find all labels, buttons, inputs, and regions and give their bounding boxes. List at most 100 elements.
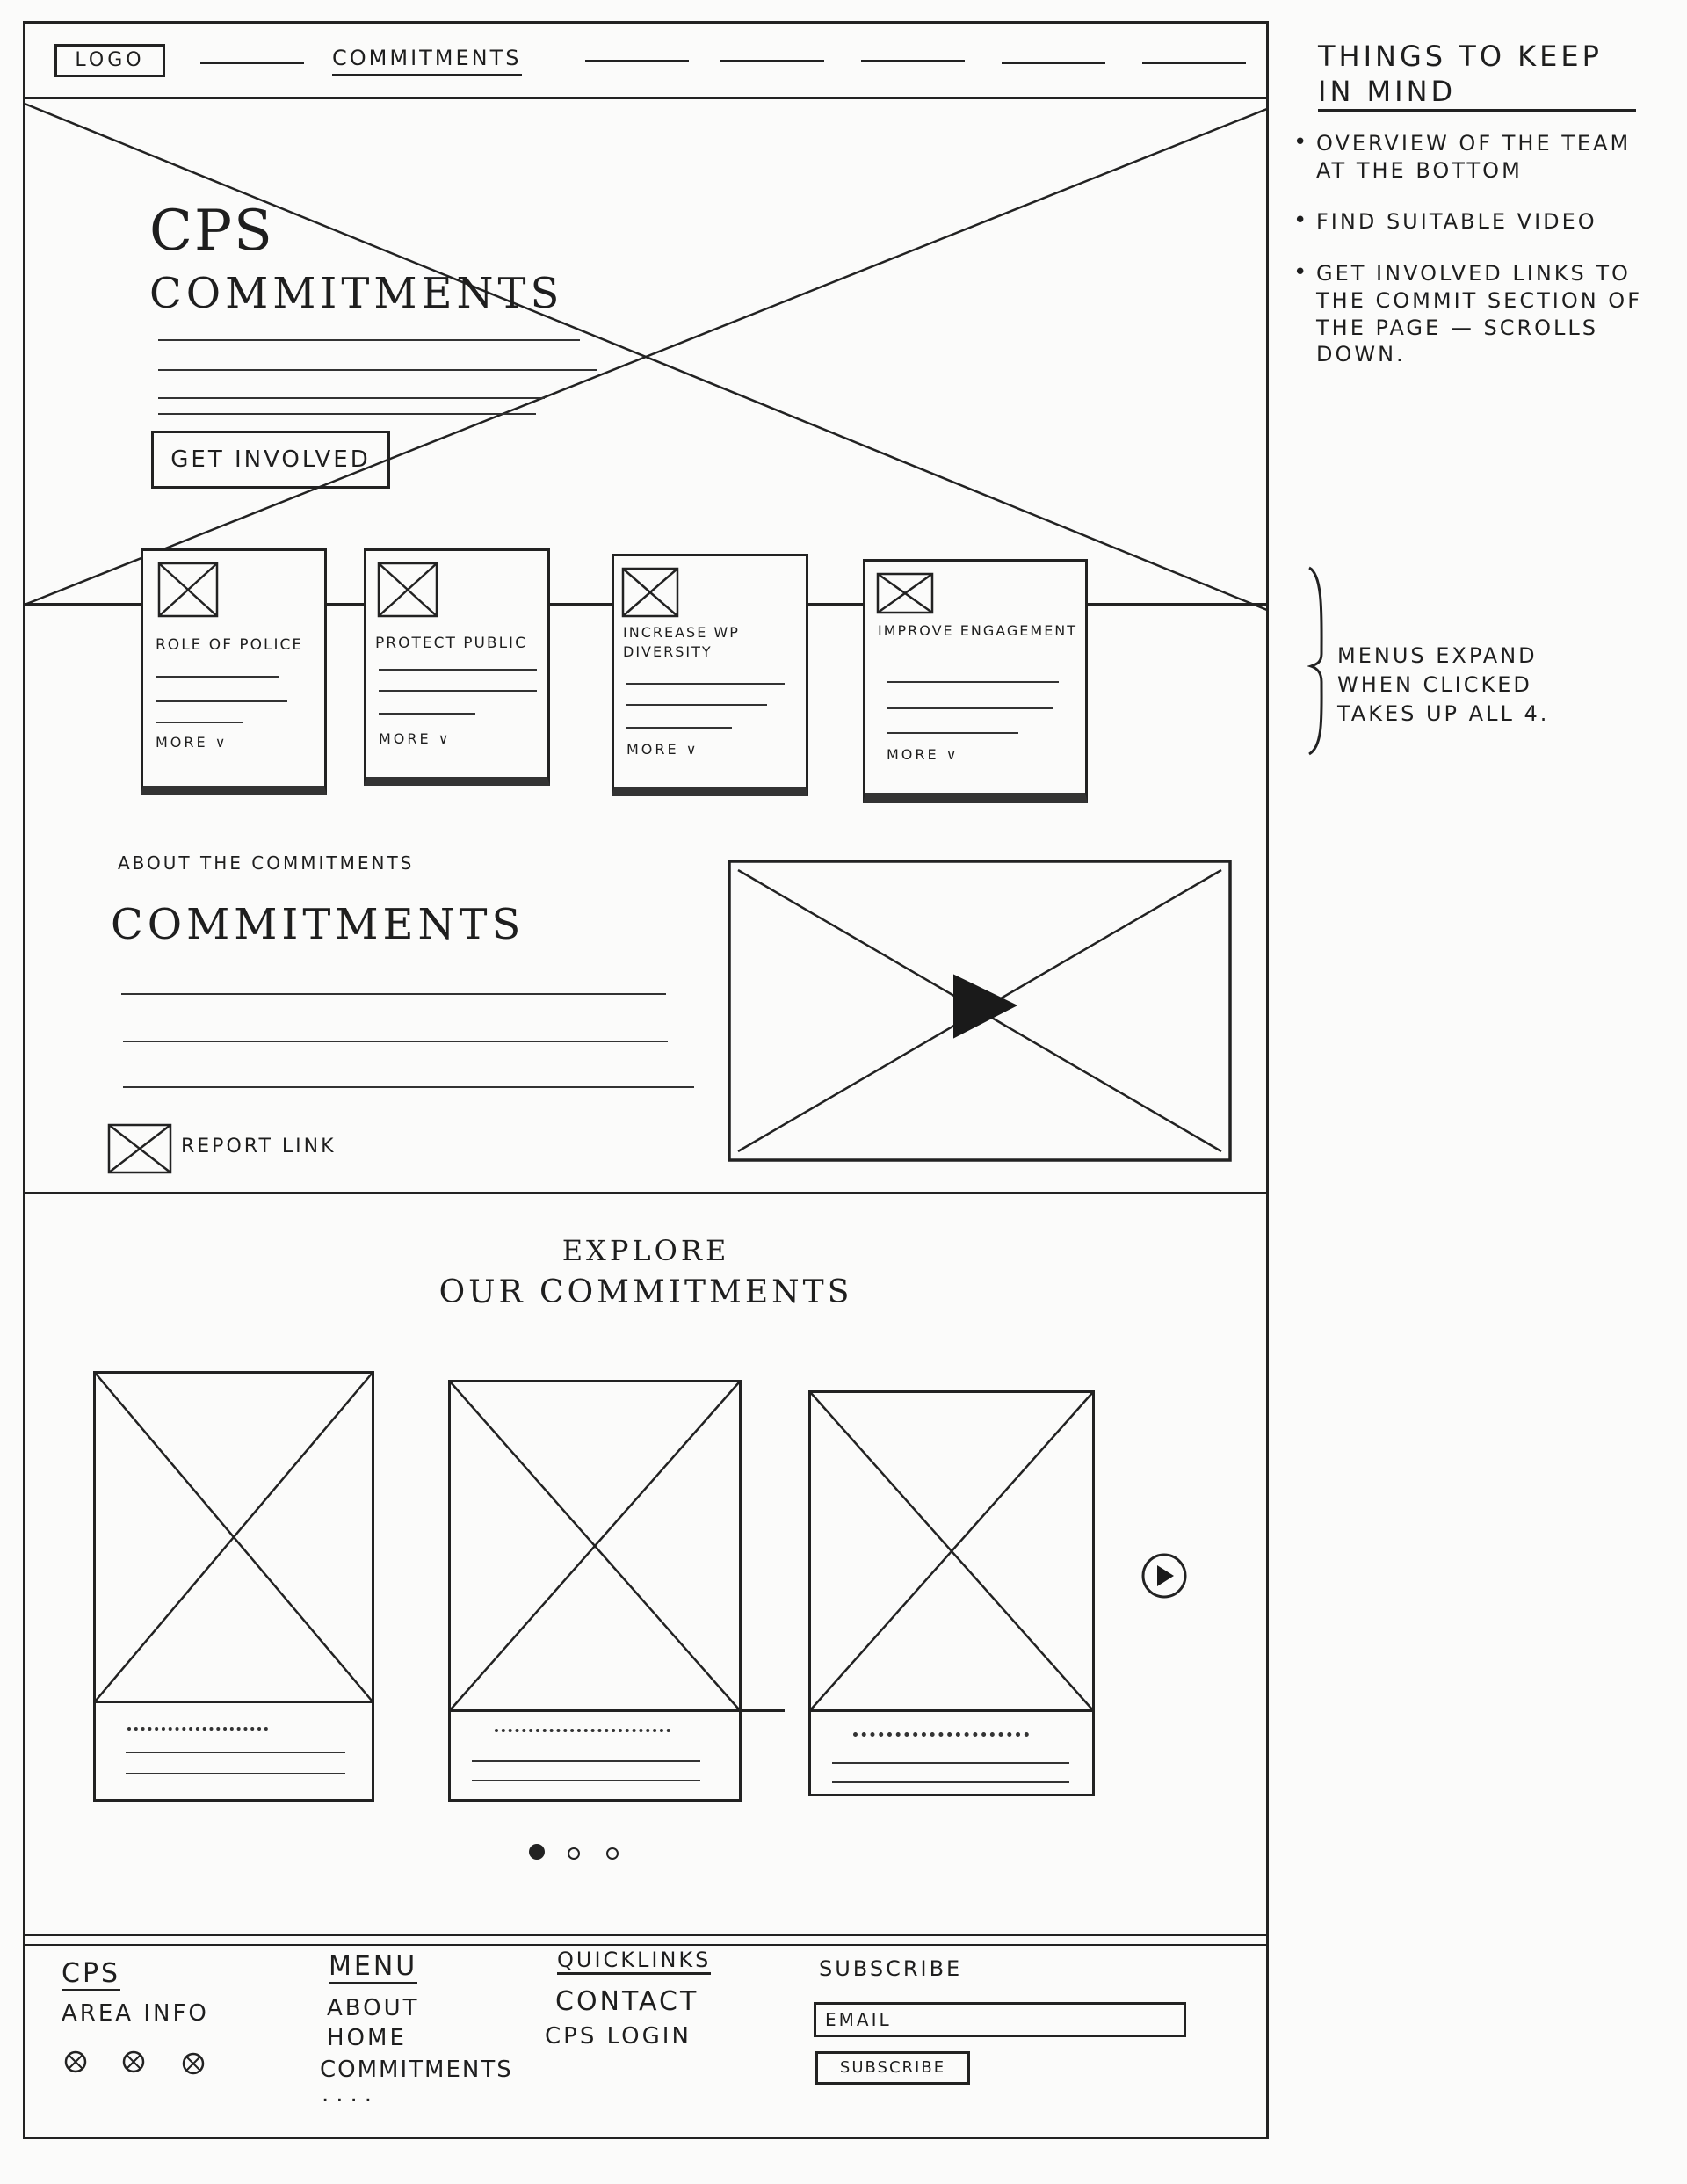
carousel-card-text-line [832, 1762, 1069, 1764]
section-divider [25, 1192, 1267, 1194]
carousel-card-text-line [832, 1781, 1069, 1783]
footer-divider [23, 1934, 1267, 1936]
carousel-next-icon[interactable] [1140, 1552, 1188, 1600]
about-text-line [123, 1086, 694, 1088]
nav-link-placeholder[interactable] [1142, 62, 1246, 64]
nav-link-placeholder[interactable] [200, 62, 304, 64]
carousel-card[interactable] [448, 1380, 785, 1802]
nav-link-placeholder[interactable] [585, 60, 689, 62]
explore-title-line1: EXPLORE [561, 1234, 730, 1267]
carousel-card[interactable] [93, 1371, 374, 1802]
card-title: INCREASE WP DIVERSITY [623, 624, 740, 660]
nav-link-placeholder[interactable] [720, 60, 824, 62]
notes-heading-line2: IN MIND [1318, 75, 1457, 108]
notes-list: OVERVIEW OF THE TEAM AT THE BOTTOM FIND … [1290, 128, 1659, 393]
card-more-link[interactable]: MORE ∨ [156, 734, 228, 751]
carousel-card-image [450, 1382, 740, 1710]
wireframe-page-frame [23, 21, 1269, 2139]
carousel-dot[interactable] [529, 1844, 545, 1860]
card-text-line [887, 732, 1018, 734]
card-more-link[interactable]: MORE ∨ [626, 741, 699, 758]
play-icon[interactable] [949, 970, 1019, 1041]
about-kicker: ABOUT THE COMMITMENTS [118, 853, 415, 874]
card-text-line [626, 727, 732, 729]
card-text-line [887, 681, 1059, 683]
carousel-dot[interactable] [568, 1847, 580, 1860]
carousel-dot[interactable] [606, 1847, 619, 1860]
footer-menu-more: .... [322, 2081, 380, 2108]
carousel-card-text-line [126, 1773, 345, 1774]
carousel-pagination [529, 1844, 634, 1863]
carousel-card-divider [811, 1709, 1092, 1712]
card-text-line [156, 676, 279, 678]
header-divider [25, 97, 1267, 99]
carousel-card-heading [853, 1732, 1029, 1737]
carousel-card-heading [495, 1729, 670, 1732]
note-item: FIND SUITABLE VIDEO [1290, 207, 1659, 236]
card-text-line [156, 722, 243, 723]
card-text-line [379, 713, 475, 715]
note-item: GET INVOLVED LINKS TO THE COMMIT SECTION… [1290, 258, 1659, 368]
card-title: PROTECT PUBLIC [375, 635, 527, 652]
logo[interactable]: LOGO [54, 44, 165, 77]
card-text-line [626, 683, 785, 685]
commitment-card[interactable]: INCREASE WP DIVERSITY MORE ∨ [612, 554, 808, 796]
footer-menu-item[interactable]: ABOUT [327, 1995, 420, 2021]
commitment-card[interactable]: ROLE OF POLICE MORE ∨ [141, 548, 327, 795]
hero-image-placeholder [24, 102, 1268, 612]
hero-text-line [158, 413, 536, 415]
carousel-card-divider [96, 1701, 373, 1703]
carousel-card-text-line [126, 1752, 345, 1753]
social-icon[interactable] [181, 2051, 206, 2076]
footer-quicklink-item[interactable]: CPS LOGIN [545, 2023, 691, 2050]
card-image-icon [621, 567, 679, 618]
card-text-line [626, 704, 767, 706]
about-text-line [123, 1041, 668, 1042]
card-image-icon [377, 562, 438, 618]
card-more-link[interactable]: MORE ∨ [887, 746, 959, 763]
subscribe-button[interactable]: SUBSCRIBE [815, 2051, 970, 2085]
nav-link-commitments[interactable]: COMMITMENTS [332, 46, 522, 76]
commitment-card[interactable]: IMPROVE ENGAGEMENT MORE ∨ [863, 559, 1088, 803]
social-icons [63, 2050, 221, 2076]
card-more-link[interactable]: MORE ∨ [379, 730, 452, 747]
carousel-card-heading [127, 1727, 268, 1731]
commitment-card[interactable]: PROTECT PUBLIC MORE ∨ [364, 548, 550, 786]
footer-menu-heading: MENU [329, 1951, 418, 1984]
hero-title-line1: CPS [149, 199, 274, 264]
carousel-card[interactable] [808, 1390, 1095, 1796]
carousel-card-text-line [472, 1760, 700, 1762]
card-text-line [379, 690, 537, 692]
card-text-line [887, 707, 1053, 709]
carousel-card-text-line [472, 1780, 700, 1781]
carousel-card-image [95, 1373, 373, 1701]
footer-area-info: AREA INFO [62, 2000, 209, 2027]
hero-text-line [158, 339, 580, 341]
card-title: IMPROVE ENGAGEMENT [878, 622, 1078, 639]
carousel-card-divider [451, 1709, 785, 1712]
hero-text-line [158, 369, 597, 371]
footer-quicklinks-heading: QUICKLINKS [557, 1948, 712, 1975]
footer-divider-inner [23, 1944, 1267, 1946]
card-text-line [156, 700, 287, 702]
footer-cps-heading: CPS [62, 1958, 121, 1991]
nav-link-placeholder[interactable] [861, 60, 965, 62]
card-image-icon [876, 572, 934, 614]
nav-link-placeholder[interactable] [1002, 62, 1105, 64]
footer-menu-item[interactable]: HOME [327, 2025, 407, 2051]
about-title: COMMITMENTS [111, 900, 525, 949]
footer-menu-item[interactable]: COMMITMENTS [320, 2057, 513, 2083]
social-icon[interactable] [63, 2050, 88, 2074]
get-involved-button[interactable]: GET INVOLVED [151, 431, 390, 489]
notes-heading-underline [1318, 109, 1636, 112]
hero-text-line [158, 397, 545, 399]
report-link[interactable]: REPORT LINK [181, 1136, 337, 1157]
report-icon[interactable] [107, 1123, 172, 1174]
footer-subscribe-heading: SUBSCRIBE [819, 1956, 963, 1981]
hero-title-line2: COMMITMENTS [149, 269, 564, 318]
note-item: OVERVIEW OF THE TEAM AT THE BOTTOM [1290, 128, 1659, 184]
notes-heading-line1: THINGS TO KEEP [1318, 40, 1603, 73]
social-icon[interactable] [121, 2050, 146, 2074]
footer-quicklink-item[interactable]: CONTACT [555, 1986, 699, 2017]
email-field[interactable]: EMAIL [814, 2002, 1186, 2037]
